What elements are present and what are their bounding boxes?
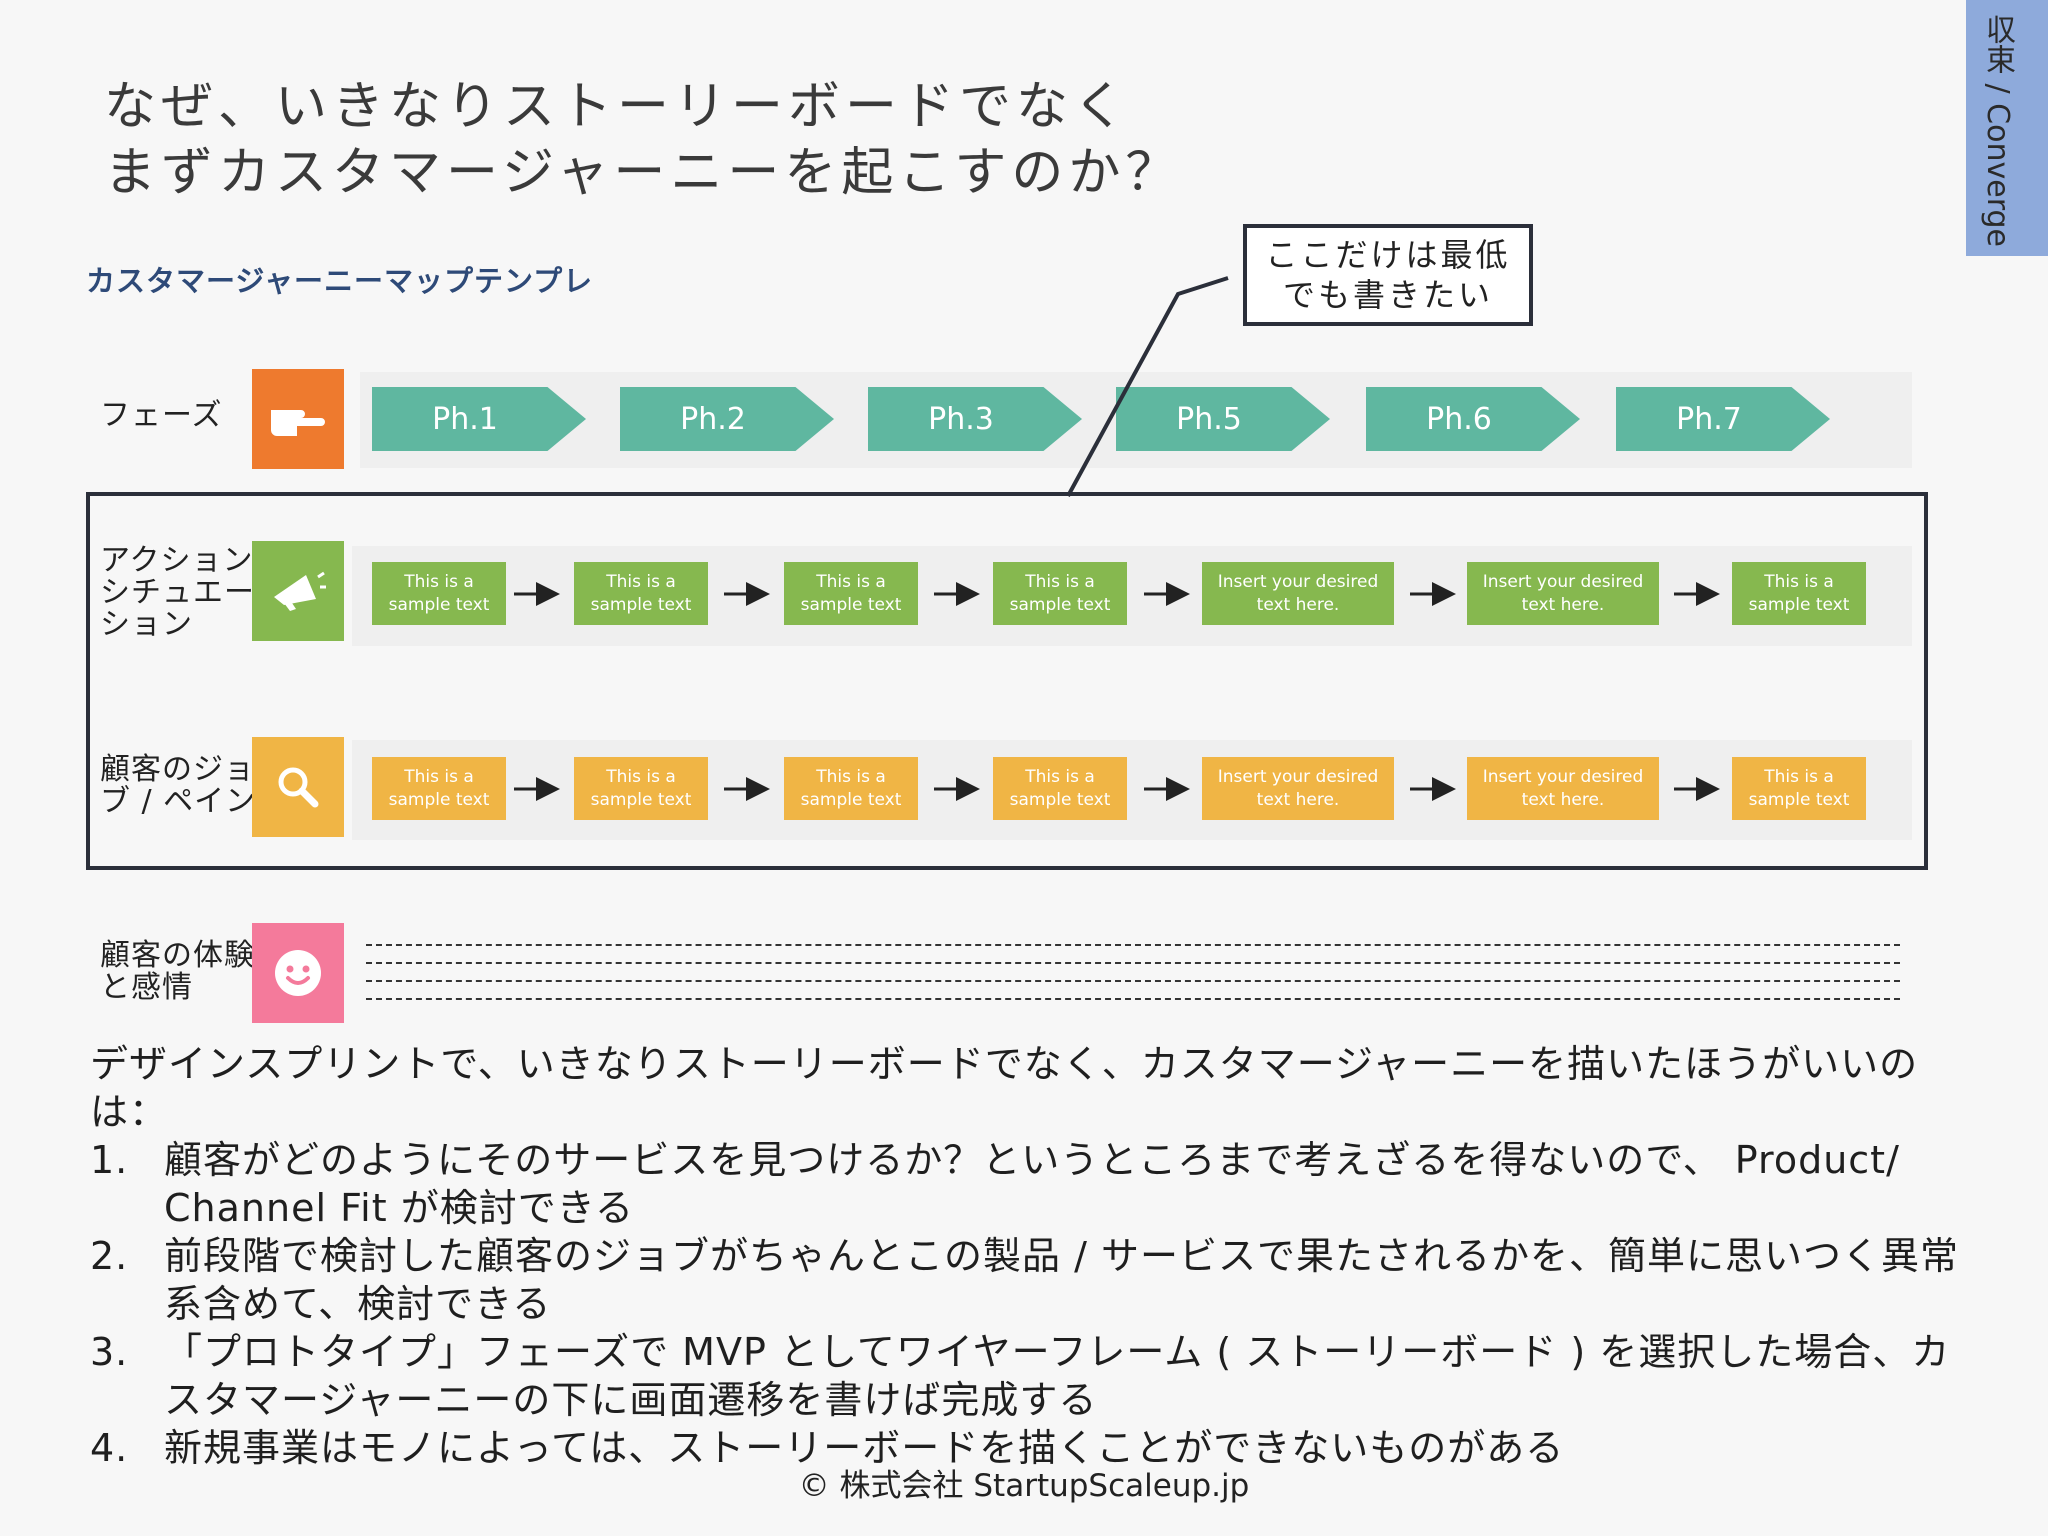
phase-arrow-2: Ph.2 [620,387,834,451]
explanation-intro: デザインスプリントで、いきなりストーリーボードでなく、カスタマージャーニーを描い… [90,1042,1919,1134]
jobs-icon-tile [252,737,344,837]
phase-arrow-5: Ph.5 [1116,387,1330,451]
job-box-4: This is a sample text [993,757,1127,820]
explanation-text: デザインスプリントで、いきなりストーリーボードでなく、カスタマージャーニーを描い… [90,1040,1980,1472]
template-subtitle: カスタマージャーニーマップテンプレ [86,264,594,298]
experience-icon-tile [252,923,344,1023]
phase-arrow-1: Ph.1 [372,387,586,451]
reason-item-1: 1.顧客がどのようにそのサービスを見つけるか？というところまで考えざるを得ないの… [90,1138,1900,1230]
experience-dashed-line-3 [366,980,1900,982]
phase-row-label: フェーズ [100,398,223,433]
job-box-6: Insert your desired text here. [1467,757,1659,820]
action-box-3: This is a sample text [784,562,918,625]
flow-arrows [514,276,1720,801]
magnifier-icon [278,767,319,808]
side-tab-label: 収束 / Converge [1980,14,2015,248]
pointing-hand-icon [271,410,325,436]
job-box-3: This is a sample text [784,757,918,820]
side-tab: 収束 / Converge [1966,0,2048,256]
job-box-2: This is a sample text [574,757,708,820]
phase-arrow-6: Ph.6 [1366,387,1580,451]
phase-arrow-7: Ph.7 [1616,387,1830,451]
callout-box: ここだけは最低 でも書きたい [1243,224,1533,326]
reason-item-4: 4.新規事業はモノによっては、ストーリーボードを描くことができないものがある [90,1426,1565,1470]
callout-leader-line [1066,276,1229,497]
action-box-6: Insert your desired text here. [1467,562,1659,625]
megaphone-icon [274,571,326,611]
action-box-2: This is a sample text [574,562,708,625]
phase-icon-tile [252,369,344,469]
action-row-label: アクション シチュエー ション [100,543,255,642]
action-box-5: Insert your desired text here. [1202,562,1394,625]
experience-dashed-line-1 [366,944,1900,946]
jobs-row-label: 顧客のジョ ブ / ペイン [100,752,257,819]
phase-arrow-3: Ph.3 [868,387,1082,451]
action-icon-tile [252,541,344,641]
job-box-1: This is a sample text [372,757,506,820]
job-box-5: Insert your desired text here. [1202,757,1394,820]
copyright-footer: © 株式会社 StartupScaleup.jp [798,1468,1250,1504]
experience-dashed-line-2 [366,962,1900,964]
callout-text: ここだけは最低 でも書きたい [1265,236,1511,314]
experience-dashed-line-4 [366,998,1900,1000]
job-box-7: This is a sample text [1732,757,1866,820]
smiley-icon [275,950,321,996]
action-box-7: This is a sample text [1732,562,1866,625]
highlight-frame [86,492,1928,870]
page-title: なぜ、いきなりストーリーボードでなく まずカスタマージャーニーを起こすのか？ [104,77,1183,203]
reason-item-2: 2.前段階で検討した顧客のジョブがちゃんとこの製品 / サービスで果たされるかを… [90,1234,1959,1326]
reason-item-3: 3.「プロトタイプ」フェーズで MVP としてワイヤーフレーム ( ストーリーボ… [90,1330,1951,1422]
reason-list: 1.顧客がどのようにそのサービスを見つけるか？というところまで考えざるを得ないの… [90,1136,1980,1472]
experience-row-label: 顧客の体験 と感情 [100,938,255,1005]
action-box-4: This is a sample text [993,562,1127,625]
action-box-1: This is a sample text [372,562,506,625]
